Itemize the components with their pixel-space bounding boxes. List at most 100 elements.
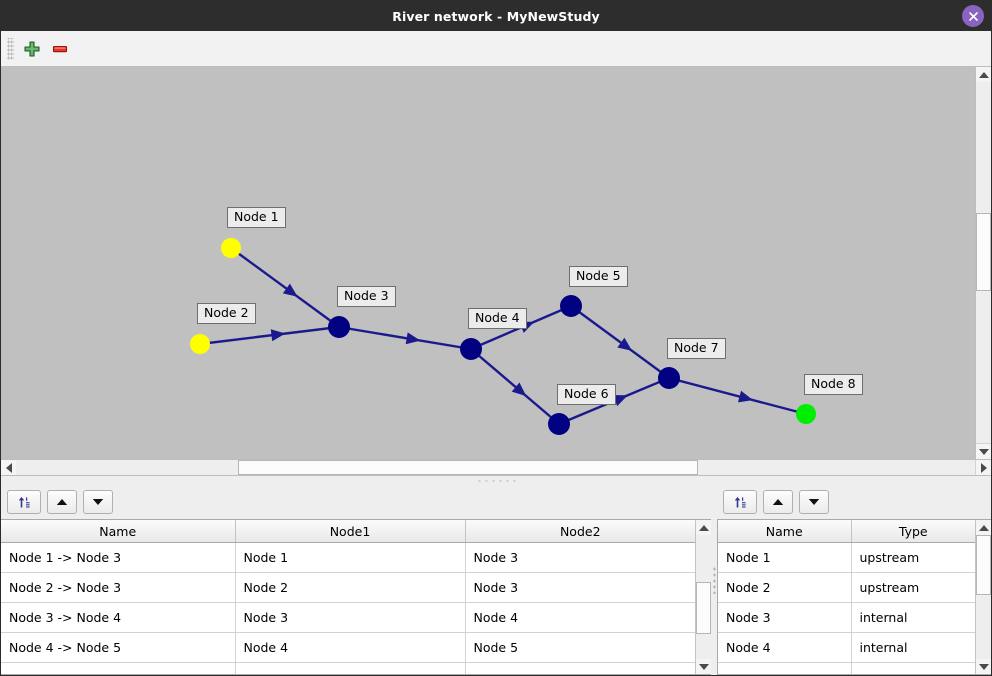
reach-name-cell[interactable]: Node 3 -> Node 4 [1, 602, 236, 633]
table-row-empty[interactable] [1, 662, 695, 674]
node-type-cell[interactable]: internal [851, 602, 975, 633]
node-name-cell[interactable]: Node 3 [718, 602, 852, 633]
graph-node-label-node1[interactable]: Node 1 [227, 207, 286, 228]
node-name-cell[interactable]: Node 1 [718, 542, 852, 573]
horizontal-splitter[interactable] [1, 476, 991, 485]
graph-node-node6[interactable] [548, 413, 570, 435]
empty-cell[interactable] [1, 662, 236, 674]
reaches-move-down-button[interactable] [83, 490, 113, 514]
edge-Node7-to-Node8[interactable] [668, 376, 807, 416]
graph-node-node4[interactable] [460, 338, 482, 360]
nodes-table-header-row: Name Type [718, 520, 975, 543]
river-network-canvas[interactable]: Node 1 Node 2 Node 3 Node 4 Node 5 Node 6 Node… [1, 67, 991, 459]
graph-node-node8[interactable] [796, 404, 816, 424]
node-name-cell[interactable]: Node 4 [718, 632, 852, 663]
remove-node-button[interactable] [46, 35, 74, 63]
graph-hscroll-thumb[interactable] [238, 460, 698, 475]
node-name-cell[interactable]: Node 2 [718, 572, 852, 603]
triangle-left-icon [5, 462, 12, 473]
reach-name-cell[interactable]: Node 1 -> Node 3 [1, 542, 236, 573]
reach-node2-cell[interactable]: Node 3 [465, 572, 695, 603]
nodes-vertical-scrollbar[interactable] [975, 520, 991, 674]
edge-Node3-to-Node4[interactable] [338, 325, 472, 351]
title-bar: River network - MyNewStudy [1, 1, 991, 31]
graph-vertical-scrollbar[interactable] [975, 67, 991, 459]
empty-cell[interactable] [851, 662, 975, 674]
graph-scroll-left-button[interactable] [1, 460, 17, 475]
nodes-column-header-type[interactable]: Type [851, 520, 975, 543]
graph-scroll-up-button[interactable] [976, 67, 991, 83]
reaches-column-header-node1[interactable]: Node1 [235, 520, 466, 543]
node-type-cell[interactable]: upstream [851, 572, 975, 603]
graph-node-node1[interactable] [221, 238, 241, 258]
graph-scroll-right-button[interactable] [975, 460, 991, 475]
graph-vscroll-thumb[interactable] [976, 213, 991, 291]
add-node-button[interactable] [18, 35, 46, 63]
nodes-column-header-name[interactable]: Name [718, 520, 852, 543]
nodes-move-down-button[interactable] [799, 490, 829, 514]
reach-node1-cell[interactable]: Node 3 [235, 602, 466, 633]
toolbar-drag-handle[interactable] [7, 37, 14, 60]
reaches-scroll-down-button[interactable] [696, 659, 711, 674]
graph-node-label-node4[interactable]: Node 4 [468, 308, 527, 329]
nodes-scroll-up-button[interactable] [976, 520, 991, 535]
reach-node1-cell[interactable]: Node 2 [235, 572, 466, 603]
edge-Node1-to-Node3[interactable] [230, 247, 340, 328]
graph-node-node2[interactable] [190, 334, 210, 354]
graph-node-label-node8[interactable]: Node 8 [804, 374, 863, 395]
graph-node-label-node7[interactable]: Node 7 [667, 338, 726, 359]
node-type-cell[interactable]: internal [851, 632, 975, 663]
vertical-splitter[interactable] [711, 485, 717, 675]
graph-node-label-node3[interactable]: Node 3 [337, 286, 396, 307]
nodes-sort-button[interactable] [723, 490, 757, 514]
graph-node-node3[interactable] [328, 316, 350, 338]
graph-node-label-node6[interactable]: Node 6 [557, 384, 616, 405]
empty-cell[interactable] [235, 662, 466, 674]
graph-node-label-node5[interactable]: Node 5 [569, 266, 628, 287]
empty-cell[interactable] [465, 662, 695, 674]
nodes-move-up-button[interactable] [763, 490, 793, 514]
reach-name-cell[interactable]: Node 4 -> Node 5 [1, 632, 236, 663]
edge-Node2-to-Node3[interactable] [199, 325, 340, 346]
reaches-move-up-button[interactable] [47, 490, 77, 514]
nodes-vscroll-thumb[interactable] [976, 535, 991, 595]
graph-horizontal-scrollbar[interactable] [1, 459, 991, 476]
nodes-toolbar [717, 485, 991, 519]
reaches-scroll-up-button[interactable] [696, 520, 711, 535]
edge-Node5-to-Node7[interactable] [570, 305, 670, 379]
reach-node1-cell[interactable]: Node 4 [235, 632, 466, 663]
reaches-column-header-name[interactable]: Name [1, 520, 236, 543]
reach-node1-cell[interactable]: Node 1 [235, 542, 466, 573]
graph-node-label-node2[interactable]: Node 2 [197, 303, 256, 324]
reaches-column-header-node2[interactable]: Node2 [465, 520, 695, 543]
reach-node2-cell[interactable]: Node 4 [465, 602, 695, 633]
edge-Node4-to-Node6[interactable] [470, 348, 560, 425]
reaches-vscroll-thumb[interactable] [696, 582, 711, 634]
triangle-down-icon [698, 663, 709, 670]
reaches-vertical-scrollbar[interactable] [695, 520, 711, 674]
close-window-button[interactable] [962, 5, 984, 27]
graph-node-node5[interactable] [560, 295, 582, 317]
node-type-cell[interactable]: upstream [851, 542, 975, 573]
reaches-toolbar [1, 485, 711, 519]
graph-node-node7[interactable] [658, 367, 680, 389]
reach-node2-cell[interactable]: Node 3 [465, 542, 695, 573]
reach-node2-cell[interactable]: Node 5 [465, 632, 695, 663]
reaches-sort-button[interactable] [7, 490, 41, 514]
graph-scroll-down-button[interactable] [976, 443, 991, 459]
table-row-empty[interactable] [718, 662, 975, 674]
reach-name-cell[interactable]: Node 2 -> Node 3 [1, 572, 236, 603]
empty-cell[interactable] [718, 662, 852, 674]
nodes-scroll-down-button[interactable] [976, 659, 991, 674]
